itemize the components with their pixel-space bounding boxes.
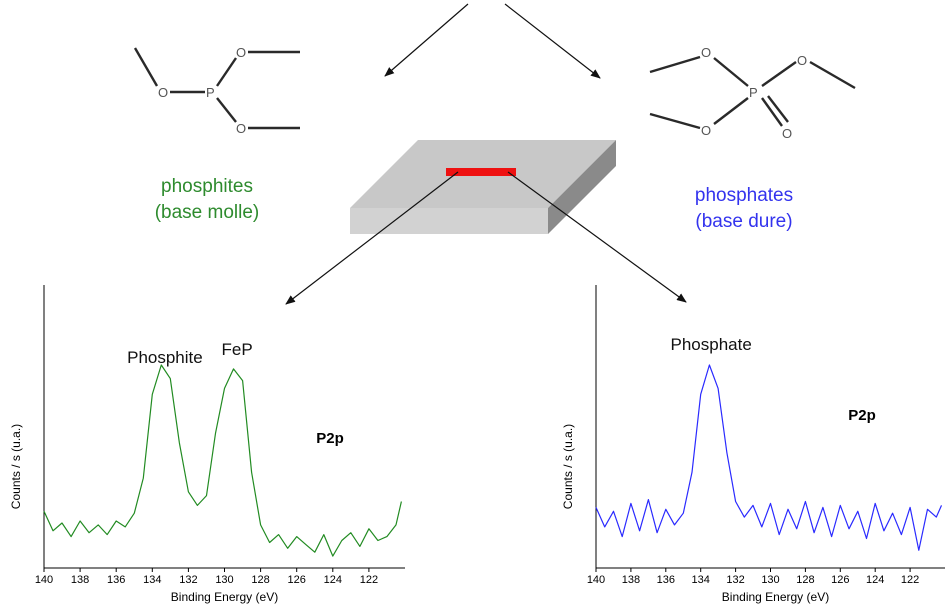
spectrum-line xyxy=(43,364,402,557)
x-tick-label: 138 xyxy=(71,574,89,586)
x-tick-label: 130 xyxy=(215,574,233,586)
x-tick-label: 132 xyxy=(726,574,744,586)
arrow-to-phosphate xyxy=(504,3,601,79)
x-tick-label: 128 xyxy=(251,574,269,586)
phosphate-molecule: O P O O O xyxy=(649,45,856,141)
slab-front xyxy=(350,208,548,234)
arrow-to-phosphite xyxy=(384,3,469,77)
x-tick-label: 132 xyxy=(179,574,197,586)
x-axis-title: Binding Energy (eV) xyxy=(171,590,278,604)
x-tick-label: 136 xyxy=(657,574,675,586)
atom-p: P xyxy=(206,85,215,100)
x-tick-label: 130 xyxy=(761,574,779,586)
slab-side xyxy=(548,140,616,234)
spectrum-tag: P2p xyxy=(848,407,876,424)
x-tick-label: 134 xyxy=(143,574,161,586)
phosphite-label: phosphites xyxy=(161,176,253,197)
atom-o: O xyxy=(701,123,711,138)
x-tick-label: 122 xyxy=(901,574,919,586)
peak-label: Phosphite xyxy=(127,348,203,367)
atom-o: O xyxy=(236,45,246,60)
spectrum-line xyxy=(595,364,943,551)
x-tick-label: 138 xyxy=(622,574,640,586)
phosphate-sublabel: (base dure) xyxy=(695,211,792,232)
x-tick-label: 126 xyxy=(288,574,306,586)
x-axis-title: Binding Energy (eV) xyxy=(722,590,829,604)
x-tick-label: 124 xyxy=(866,574,884,586)
spectrum-tag: P2p xyxy=(316,430,344,447)
phosphite-molecule: O P O O xyxy=(133,45,300,136)
sample-slab xyxy=(350,140,616,234)
x-tick-label: 140 xyxy=(35,574,53,586)
atom-o: O xyxy=(797,53,807,68)
atom-p: P xyxy=(749,85,758,100)
arrow-to-right-spectrum xyxy=(507,171,687,303)
x-tick-label: 134 xyxy=(692,574,710,586)
x-tick-label: 122 xyxy=(360,574,378,586)
peak-label: Phosphate xyxy=(671,335,752,354)
y-axis-title: Counts / s (u.a.) xyxy=(9,424,23,509)
x-tick-label: 126 xyxy=(831,574,849,586)
x-tick-label: 128 xyxy=(796,574,814,586)
atom-o: O xyxy=(158,85,168,100)
sample-spot xyxy=(446,168,516,176)
atom-o: O xyxy=(782,126,792,141)
phosphite-sublabel: (base molle) xyxy=(155,202,260,223)
peak-label: FeP xyxy=(222,340,253,359)
x-tick-label: 136 xyxy=(107,574,125,586)
arrow-to-left-spectrum xyxy=(285,171,459,305)
x-tick-label: 140 xyxy=(587,574,605,586)
top-arrows xyxy=(384,3,601,79)
x-tick-label: 124 xyxy=(324,574,342,586)
phosphate-label: phosphates xyxy=(695,185,793,206)
atom-o: O xyxy=(236,121,246,136)
atom-o: O xyxy=(701,45,711,60)
y-axis-title: Counts / s (u.a.) xyxy=(561,424,575,509)
